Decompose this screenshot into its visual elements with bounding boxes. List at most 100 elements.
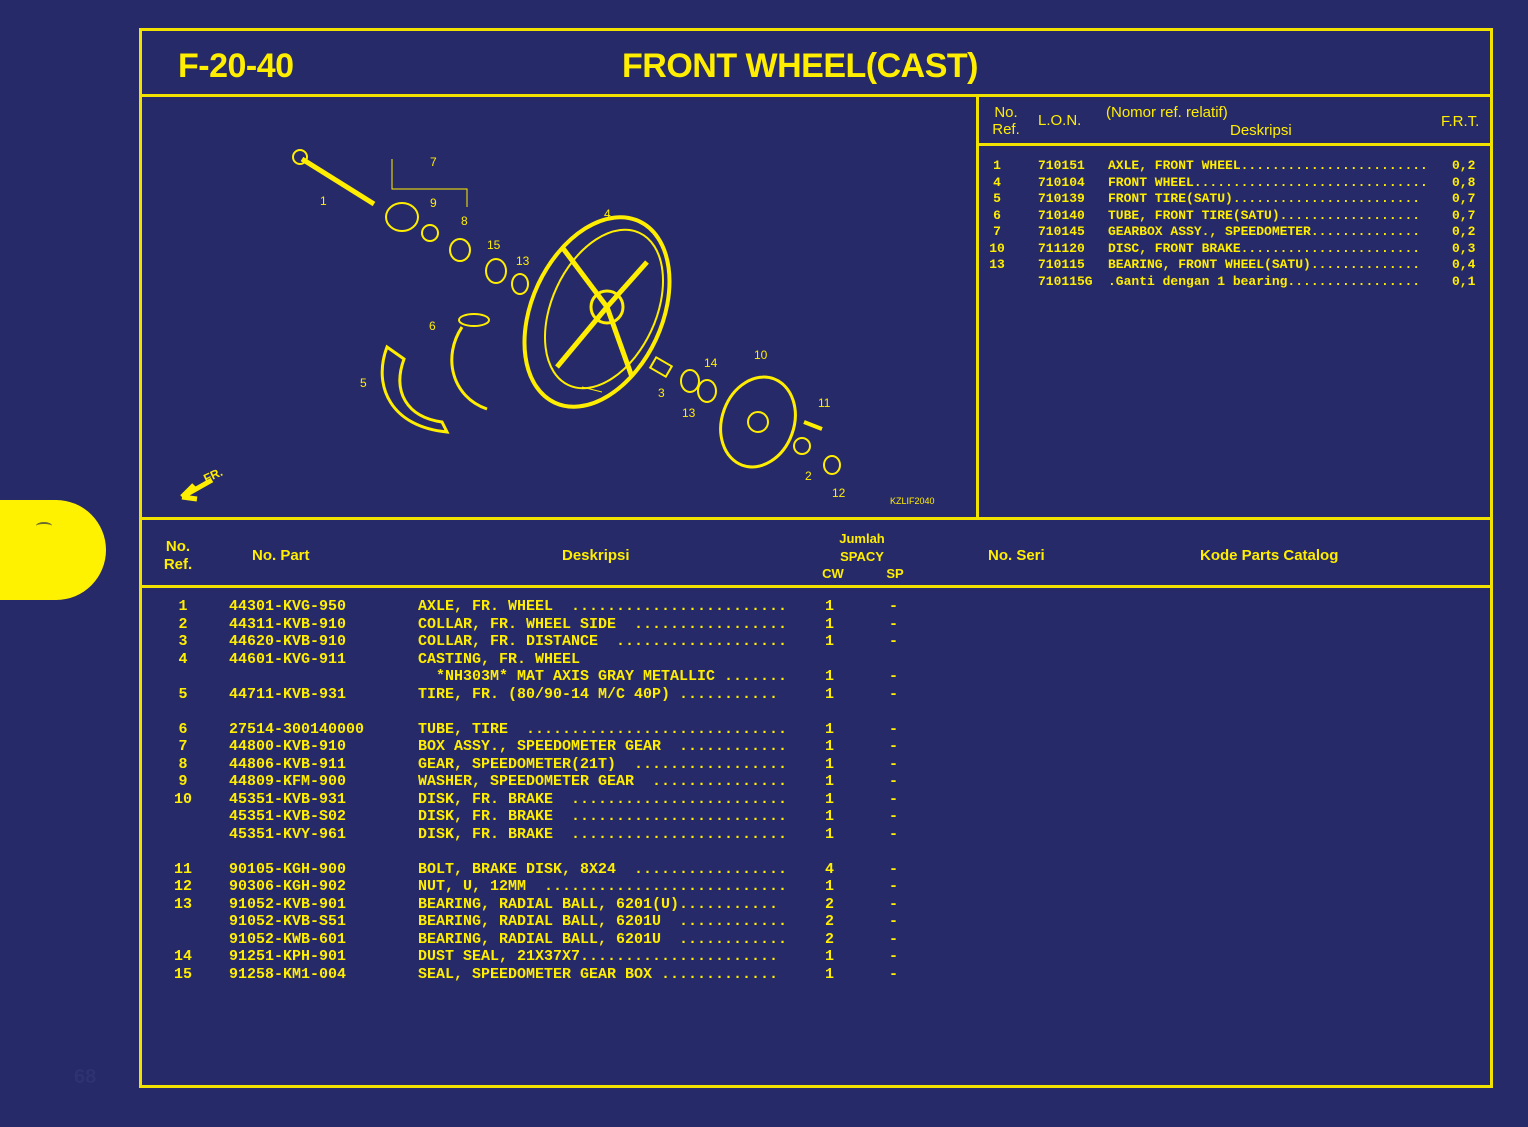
table-row: 14 91251-KPH-901 DUST SEAL, 21X37X7.....… xyxy=(142,948,942,966)
qty-cw: 1 xyxy=(825,755,835,773)
part-number[interactable]: 27514-300140000 xyxy=(229,720,365,738)
qty-cw: 1 xyxy=(825,685,835,703)
qty-sp: - xyxy=(889,913,899,930)
part-number[interactable]: 44711-KVB-931 xyxy=(229,685,347,703)
ref-number: 11 xyxy=(173,860,192,878)
header-no-ref: No. Ref. xyxy=(163,538,193,573)
axle-illustration xyxy=(292,149,376,207)
part-number[interactable]: 44301-KVG-950 xyxy=(229,598,347,615)
frt-ref: 4 xyxy=(993,174,1001,190)
table-row: 9 44809-KFM-900 WASHER, SPEEDOMETER GEAR… xyxy=(142,773,942,791)
part-number[interactable]: 45351-KVY-961 xyxy=(229,825,347,843)
part-description: GEAR, SPEEDOMETER(21T) ................. xyxy=(418,755,788,773)
qty-cw: 1 xyxy=(825,878,835,895)
ref-number: 8 xyxy=(178,755,188,773)
gearbox-illustration xyxy=(385,202,529,295)
qty-cw: 2 xyxy=(825,930,835,948)
catalog-page: F-20-40 FRONT WHEEL(CAST) xyxy=(139,28,1493,1088)
frt-row: 6 710140 TUBE, FRONT TIRE(SATU).........… xyxy=(982,208,1482,225)
callout: 5 xyxy=(360,376,367,390)
table-row: 13 91052-KVB-901 BEARING, RADIAL BALL, 6… xyxy=(142,896,942,914)
fr-arrow-icon xyxy=(180,477,214,502)
part-number[interactable]: 91258-KM1-004 xyxy=(229,965,347,983)
table-row: 6 27514-300140000 TUBE, TIRE ...........… xyxy=(142,721,942,739)
ref-number: 15 xyxy=(173,965,192,983)
table-row: 45351-KVB-S02 DISK, FR. BRAKE ..........… xyxy=(142,808,942,826)
callout: 13 xyxy=(516,254,530,268)
callout: 13 xyxy=(682,406,696,420)
frt-desc: FRONT WHEEL.............................… xyxy=(1108,174,1428,190)
part-number[interactable]: 45351-KVB-S02 xyxy=(229,808,347,825)
tire-illustration xyxy=(380,344,450,434)
part-number[interactable]: 90306-KGH-902 xyxy=(229,878,347,895)
frt-header-note: (Nomor ref. relatif) xyxy=(1106,104,1228,121)
part-number[interactable]: 44806-KVB-911 xyxy=(229,755,347,773)
part-number[interactable]: 90105-KGH-900 xyxy=(229,860,347,878)
frt-value: 0,7 xyxy=(1452,191,1476,206)
frt-lon: 710145 xyxy=(1038,224,1085,239)
divider xyxy=(142,517,1490,520)
divider xyxy=(142,94,1490,97)
qty-cw: 1 xyxy=(825,825,835,843)
callout: 3 xyxy=(658,386,665,400)
part-description: TIRE, FR. (80/90-14 M/C 40P) ........... xyxy=(418,685,779,703)
qty-sp: - xyxy=(889,598,899,615)
frt-row: 13 710115 BEARING, FRONT WHEEL(SATU)....… xyxy=(982,257,1482,274)
frt-lon: 710151 xyxy=(1038,158,1085,173)
part-description: CASTING, FR. WHEEL xyxy=(418,650,581,668)
part-number[interactable]: 45351-KVB-931 xyxy=(229,790,347,808)
frt-desc: .Ganti dengan 1 bearing................. xyxy=(1108,273,1421,289)
table-row: 15 91258-KM1-004 SEAL, SPEEDOMETER GEAR … xyxy=(142,966,942,984)
callout: 8 xyxy=(461,214,468,228)
callout: 1 xyxy=(320,194,327,208)
qty-sp: - xyxy=(889,895,899,913)
section-tab[interactable] xyxy=(0,500,106,600)
part-number[interactable]: 44809-KFM-900 xyxy=(229,773,347,790)
frt-ref: 6 xyxy=(993,207,1001,223)
table-row: 1 44301-KVG-950 AXLE, FR. WHEEL ........… xyxy=(142,598,942,616)
part-description: AXLE, FR. WHEEL ........................ xyxy=(418,598,788,615)
callout: 11 xyxy=(818,396,831,410)
frt-table: document.write([0,1,2,3,4,5,6,7].map(i=>… xyxy=(982,158,1482,290)
header-sp: SP xyxy=(886,566,904,581)
frt-header-lon: L.O.N. xyxy=(1038,112,1082,129)
ref-number: 13 xyxy=(173,895,192,913)
header-catalog: Kode Parts Catalog xyxy=(1200,547,1339,564)
frt-lon: 710104 xyxy=(1038,174,1085,190)
qty-sp: - xyxy=(889,948,899,965)
part-number[interactable]: 44601-KVG-911 xyxy=(229,650,347,668)
table-row: 91052-KWB-601 BEARING, RADIAL BALL, 6201… xyxy=(142,931,942,949)
ref-number: 2 xyxy=(178,615,188,633)
ref-number: 12 xyxy=(173,878,192,895)
page-number: 68 xyxy=(74,1066,97,1088)
part-number[interactable]: 44800-KVB-910 xyxy=(229,738,347,755)
part-number[interactable]: 91052-KVB-S51 xyxy=(229,913,347,930)
part-number[interactable]: 91052-KWB-601 xyxy=(229,930,347,948)
frt-row: 1 710151 AXLE, FRONT WHEEL..............… xyxy=(982,158,1482,175)
part-number[interactable]: 91052-KVB-901 xyxy=(229,895,347,913)
brake-disk-illustration xyxy=(719,375,797,469)
qty-cw: 4 xyxy=(825,860,835,878)
frt-value: 0,2 xyxy=(1452,224,1476,239)
divider xyxy=(976,97,979,517)
part-description: BEARING, RADIAL BALL, 6201(U)........... xyxy=(418,895,779,913)
qty-sp: - xyxy=(889,633,899,650)
divider xyxy=(142,585,1490,588)
part-number[interactable]: 44311-KVB-910 xyxy=(229,615,347,633)
frt-lon: 710115 xyxy=(1038,257,1085,272)
part-description: COLLAR, FR. WHEEL SIDE ................. xyxy=(418,615,788,633)
qty-sp: - xyxy=(889,930,899,948)
qty-sp: - xyxy=(889,965,899,983)
part-description: NUT, U, 12MM ........................... xyxy=(418,878,788,895)
header-no-part: No. Part xyxy=(252,547,310,564)
part-number[interactable]: 91251-KPH-901 xyxy=(229,948,347,965)
qty-cw: 1 xyxy=(825,720,835,738)
frt-value: 0,1 xyxy=(1452,273,1476,289)
ref-number: 6 xyxy=(178,720,188,738)
part-number[interactable]: 44620-KVB-910 xyxy=(229,633,347,650)
frt-ref: 7 xyxy=(993,224,1001,239)
part-description: *NH303M* MAT AXIS GRAY METALLIC ....... xyxy=(418,668,788,685)
callout: 14 xyxy=(704,356,718,370)
ref-number: 9 xyxy=(178,773,188,790)
frt-desc: FRONT TIRE(SATU)........................ xyxy=(1108,191,1421,206)
